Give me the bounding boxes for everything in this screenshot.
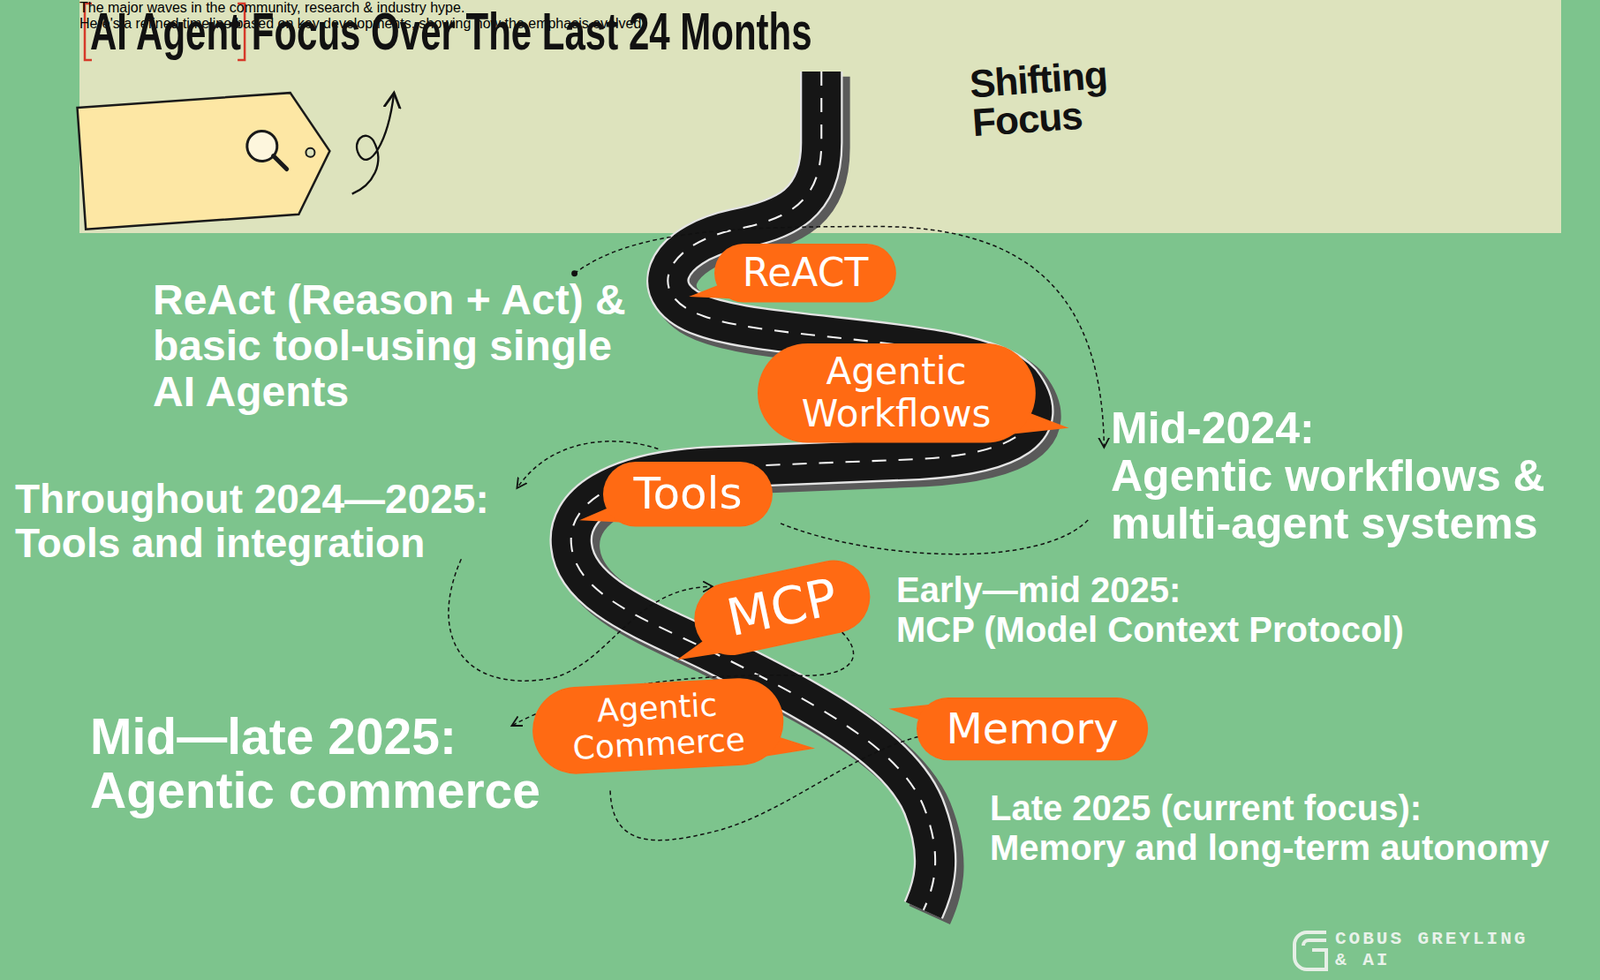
tag-label: Shifting Focus <box>77 90 335 229</box>
timeline-note: Mid—late 2025: <box>90 709 457 764</box>
speech-bubble: Tools <box>603 461 773 528</box>
timeline-note: MCP (Model Context Protocol) <box>896 609 1404 650</box>
road-centre-line <box>571 71 1034 911</box>
leader-line <box>574 226 1105 448</box>
bubble-body <box>714 243 897 303</box>
bubble-body <box>757 343 1036 444</box>
bubble-text: Tools <box>633 468 742 521</box>
tag-outline <box>77 90 335 229</box>
doodle-arrow <box>352 93 394 194</box>
timeline-note: Agentic workflows & multi-agent systems <box>1110 452 1595 548</box>
text-group: Memory <box>945 704 1118 754</box>
timeline-note: Memory and long-term autonomy <box>989 827 1549 868</box>
logo-icon <box>1303 940 1327 946</box>
speech-bubble: Memory <box>916 697 1148 761</box>
logo-icon <box>1294 932 1327 970</box>
timeline-note: Late 2025 (current focus): <box>989 787 1422 829</box>
timeline-note: ReAct (Reason + Act) & basic tool-using … <box>152 277 643 416</box>
bubble-text: Memory <box>945 704 1118 754</box>
speech-bubble: Agentic Workflows <box>757 343 1036 444</box>
magnifier-handle <box>273 155 287 171</box>
road-edge <box>571 71 1034 911</box>
bubble-text: Agentic Commerce <box>569 685 746 768</box>
text-group: Tools <box>633 468 742 521</box>
leader-line <box>780 518 1090 555</box>
bubble-body <box>687 553 877 663</box>
text-group: Shifting Focus <box>968 55 1113 168</box>
timeline-note: Tools and integration <box>15 520 425 566</box>
speech-bubble: MCP <box>687 553 877 663</box>
timeline-note: Throughout 2024—2025: <box>15 476 490 521</box>
tag-hole <box>305 147 316 158</box>
bubble-body <box>603 461 773 528</box>
timeline-note: Early—mid 2025: <box>896 569 1181 611</box>
tag-shape <box>77 90 335 229</box>
road <box>571 71 1040 916</box>
text-group: ReACT <box>742 250 869 296</box>
logo-icon <box>1294 932 1327 970</box>
title: AI Agent Focus Over The Last 24 Months <box>90 3 813 60</box>
bubble-body <box>916 697 1148 761</box>
tag-text: Shifting Focus <box>968 55 1111 144</box>
speech-bubble: ReACT <box>714 243 897 303</box>
bubble-text: ReACT <box>742 250 869 296</box>
timeline-note: Mid-2024: <box>1110 404 1315 453</box>
timeline-note: Agentic commerce <box>90 762 541 818</box>
doodle-arrow <box>352 93 394 194</box>
road-surface <box>571 71 1034 911</box>
bubble-text: Agentic Workflows <box>801 350 992 437</box>
text-group: Agentic Commerce <box>569 685 746 768</box>
watermark: COBUS GREYLING & AI <box>1335 928 1539 972</box>
text-group: Agentic Workflows <box>801 350 992 437</box>
speech-bubble: Agentic Commerce <box>529 675 785 777</box>
leader-line <box>448 558 713 681</box>
bubble-body <box>529 675 785 777</box>
